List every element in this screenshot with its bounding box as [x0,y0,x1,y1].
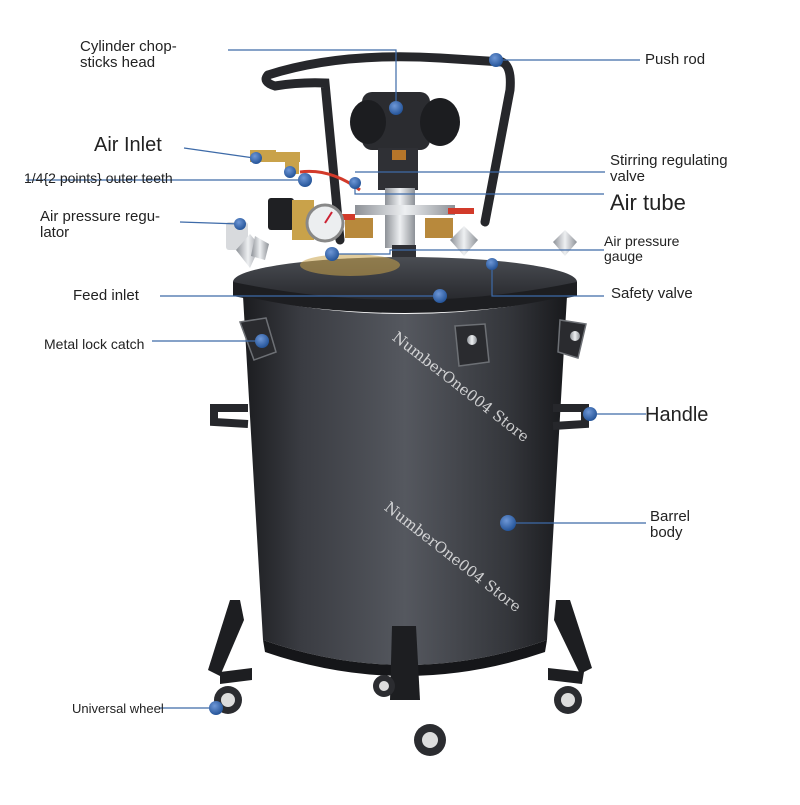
barrel-body [243,296,567,665]
label-lock-catch: Metal lock catch [44,336,145,352]
label-universal-wheel: Universal wheel [72,701,164,716]
label-push-rod: Push rod [645,51,706,68]
cylinder-head [350,92,460,275]
leader-lines [26,49,646,709]
label-air-inlet: Air Inlet [94,134,162,156]
callout-dots [209,53,597,715]
label-safety-valve: Safety valve [611,285,693,302]
label-cylinder-head: Cylinder chop-sticks head [80,38,177,71]
label-air-tube: Air tube [610,190,686,215]
universal-wheels [214,675,582,756]
push-rod [263,52,515,227]
label-handle: Handle [645,404,709,426]
label-outer-teeth: 1/4{2 points} outer teeth [24,170,173,186]
label-pressure-regulator: Air pressure regu-lator [40,208,161,241]
label-feed-inlet: Feed inlet [73,287,139,304]
